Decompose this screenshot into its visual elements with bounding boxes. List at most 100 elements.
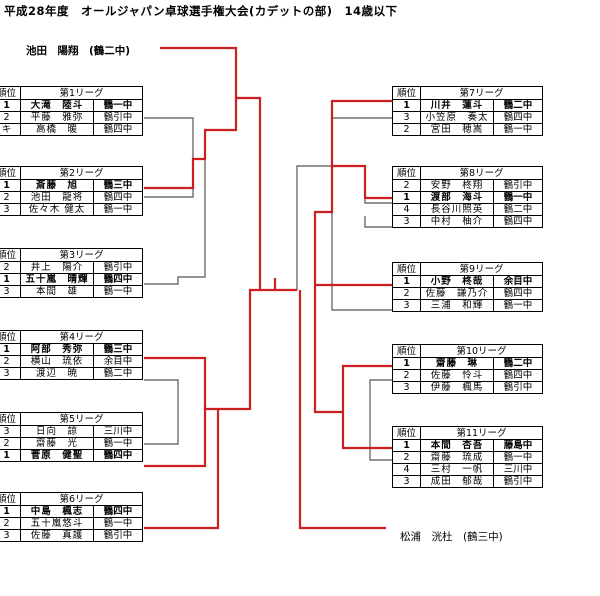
rank-cell: 3 [392,475,421,488]
player-name: 高橋 暖 [20,123,94,136]
rank-header: 順位 [392,166,421,180]
player-name: 渡辺 暁 [20,367,94,380]
rank-cell: 2 [392,123,421,136]
bracket-line [341,412,392,450]
rank-header: 順位 [0,166,21,180]
player-name: 菅原 健聖 [20,449,94,462]
player-name: 齋藤 光 [20,437,94,450]
bracket-line [369,379,392,420]
bracket-line [144,98,238,190]
school-name: 鶴一中 [93,203,143,216]
school-name: 鶴四中 [93,273,143,286]
player-name: 五十嵐 晴輝 [20,273,94,286]
school-name: 三川中 [493,463,543,476]
school-name: 鶴一中 [93,285,143,298]
player-name: 日向 諒 [20,425,94,438]
bracket-line [144,409,179,445]
league-name: 第8リーグ [420,166,543,180]
school-name: 鶴四中 [93,123,143,136]
player-name: 本間 雄 [20,285,94,298]
school-name: 鶴引中 [493,179,543,192]
league-name: 第2リーグ [20,166,143,180]
rank-header: 順位 [0,248,21,262]
rank-header: 順位 [0,492,21,506]
player-name: 中村 柚介 [420,215,494,228]
rank-cell: 1 [0,449,21,462]
league-name: 第4リーグ [20,330,143,344]
player-name: 川井 蓮斗 [420,99,494,112]
player-name: 佐々木 健太 [20,203,94,216]
rank-cell: 3 [0,285,21,298]
school-name: 鶴一中 [493,123,543,136]
player-name: 小野 柊哉 [420,275,494,288]
player-name: 平藤 雅弥 [20,111,94,124]
page-title: 平成28年度 オールジャパン卓球選手権大会(カデットの部) 14歳以下 [4,4,398,18]
rank-header: 順位 [392,86,421,100]
player-name: 佐藤 怜斗 [420,369,494,382]
player-name: 佐藤 真護 [20,529,94,542]
bracket-line [144,117,194,198]
rank-cell: 1 [0,343,21,356]
school-name: 鶴一中 [93,99,143,112]
league-name: 第10リーグ [420,344,543,358]
school-name: 余目中 [93,355,143,368]
player-name: 井上 陽介 [20,261,94,274]
rank-cell: 4 [392,463,421,476]
school-name: 鶴一中 [493,299,543,312]
school-name: 鶴一中 [493,451,543,464]
school-name: 鶴四中 [493,215,543,228]
bracket-line [296,165,357,290]
school-name: 鶴引中 [93,261,143,274]
school-name: 鶴二中 [493,357,543,370]
rank-cell: 2 [392,179,421,192]
bracket-line [313,285,392,414]
league-name: 第6リーグ [20,492,143,506]
rank-cell: 3 [0,367,21,380]
player-name: 三浦 和輝 [420,299,494,312]
player-name: 齋藤 琳 [420,357,494,370]
player-name: 阿部 秀弥 [20,343,94,356]
rank-cell: キ [0,123,21,136]
school-name: 鶴引中 [493,475,543,488]
player-name: 本間 杏吾 [420,439,494,452]
school-name: 鶴二中 [493,99,543,112]
rank-cell: 2 [0,191,21,204]
bracket-line [364,198,392,204]
school-name: 鶴引中 [493,381,543,394]
rank-cell: 2 [0,517,21,530]
bracket-line [144,356,207,409]
school-name: 鶴四中 [493,287,543,300]
school-name: 藤島中 [493,439,543,452]
bracket-line [313,166,392,287]
player-name: 宮田 穂嵩 [420,123,494,136]
player-name: 三村 一帆 [420,463,494,476]
school-name: 鶴引中 [93,111,143,124]
school-name: 鶴引中 [93,529,143,542]
bracket-line [369,420,392,461]
player-name: 安野 柊翔 [420,179,494,192]
bracket-line [330,99,392,200]
rank-header: 順位 [0,330,21,344]
